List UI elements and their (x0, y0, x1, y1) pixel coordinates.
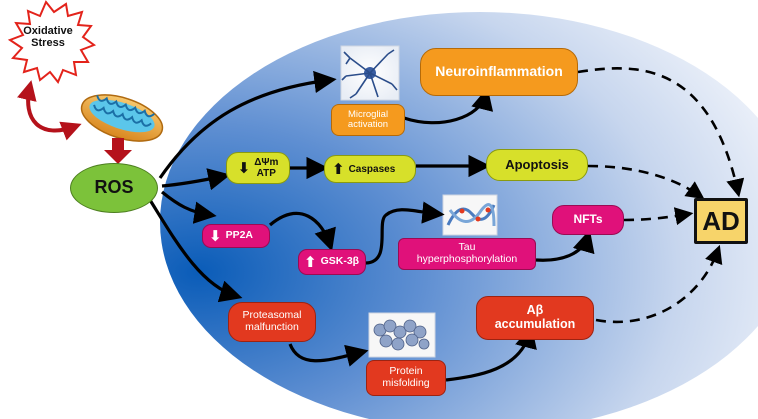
dashed-nfts-ad (623, 207, 694, 226)
ros-node: ROS (70, 163, 158, 213)
microglia-icon (341, 49, 398, 99)
nfts-node: NFTs (552, 205, 624, 235)
dashed-abeta-ad (595, 244, 723, 324)
mito-to-ros-arrow (104, 138, 132, 164)
proteasomal-malfunction-node: Proteasomal malfunction (228, 302, 316, 342)
arrow-misfolding-abeta (445, 325, 537, 382)
mitochondrion-icon (80, 94, 164, 142)
arrow-ros-deltapsi (161, 168, 231, 191)
tau-fibril-icon (446, 203, 496, 227)
solid-arrows (148, 70, 595, 382)
up-arrow-icon: ⬆ (332, 160, 345, 178)
dashed-apoptosis-ad (587, 164, 705, 200)
up-arrow-icon: ⬆ (304, 253, 317, 271)
arrow-gsk3b-tau (365, 201, 445, 265)
microglial-activation-node: Microglial activation (331, 104, 405, 136)
abeta-accumulation-node: Aβ accumulation (476, 296, 594, 340)
mitochondrial-potential-node: ⬇ ΔΨm ATP (226, 152, 290, 184)
tau-hyperphosphorylation-node: Tau hyperphosphorylation (398, 238, 536, 270)
arrow-proteasomal-misfolding (288, 343, 369, 367)
arrow-tau-nfts (535, 229, 595, 262)
stress-mito-arrow (17, 80, 82, 141)
arrow-ros-microglia (158, 70, 337, 179)
arrow-pp2a-gsk3b (268, 211, 336, 252)
protein-aggregate-icon (373, 319, 430, 351)
gsk3b-node: ⬆ GSK-3β (298, 249, 366, 275)
arrow-ros-proteasomal (148, 199, 243, 303)
caspases-node: ⬆ Caspases (324, 155, 416, 183)
pp2a-node: ⬇ PP2A (202, 224, 270, 248)
apoptosis-node: Apoptosis (486, 149, 588, 181)
dashed-neuroinflammation-ad (577, 67, 745, 198)
dashed-arrows (577, 67, 745, 324)
neuroinflammation-node: Neuroinflammation (420, 48, 578, 96)
ad-node: AD (694, 198, 748, 244)
down-arrow-icon: ⬇ (209, 227, 222, 245)
down-arrow-icon: ⬇ (237, 159, 251, 177)
arrow-ros-pp2a (160, 190, 217, 224)
oxidative-stress-label: Oxidative Stress (23, 24, 73, 49)
arrow-microglia-neuroinflammation (403, 87, 494, 125)
protein-misfolding-node: Protein misfolding (366, 360, 446, 396)
